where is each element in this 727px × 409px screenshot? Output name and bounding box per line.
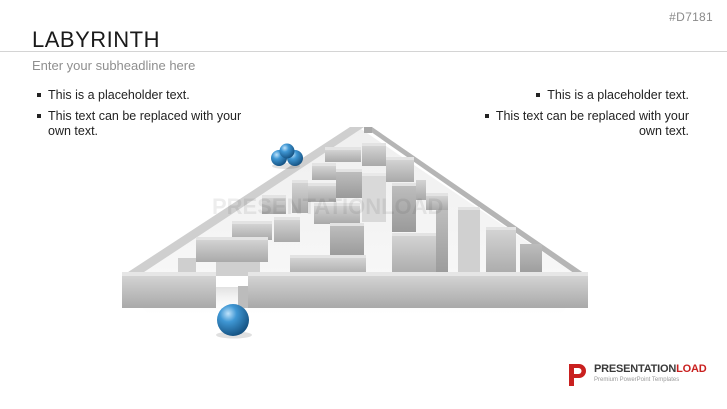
bullet-item: This is a placeholder text. — [36, 88, 246, 103]
slide-subtitle[interactable]: Enter your subheadline here — [32, 58, 196, 73]
front-wall-right — [248, 276, 588, 308]
brand-suffix: LOAD — [676, 363, 707, 375]
brand-prefix: PRESENTATION — [594, 363, 677, 375]
outer-wall-left — [122, 127, 364, 276]
slide-code: #D7181 — [669, 10, 713, 24]
title-divider — [0, 51, 727, 52]
bullet-text: This text can be replaced with your own … — [495, 109, 689, 138]
front-wall-left — [122, 276, 216, 308]
brand-name: PRESENTATIONLOAD — [594, 363, 707, 375]
illustration-watermark: PRESENTATIONLOAD — [212, 194, 443, 219]
bullet-item: This is a placeholder text. — [479, 88, 689, 103]
sphere[interactable] — [217, 304, 249, 336]
sphere[interactable] — [279, 143, 295, 159]
sphere-group-top[interactable] — [271, 143, 303, 170]
bullet-text: This is a placeholder text. — [547, 88, 689, 102]
sphere-entrance[interactable] — [216, 304, 252, 339]
bullet-item: This text can be replaced with your own … — [36, 109, 246, 139]
bullet-item: This text can be replaced with your own … — [479, 109, 689, 139]
slide-title[interactable]: LABYRINTH — [32, 27, 160, 52]
brand-footer: PRESENTATIONLOAD Premium PowerPoint Temp… — [566, 360, 716, 390]
presentationload-logo-icon — [569, 364, 586, 386]
right-bullet-list[interactable]: This is a placeholder text. This text ca… — [479, 88, 689, 145]
left-bullet-list[interactable]: This is a placeholder text. This text ca… — [36, 88, 246, 145]
maze-walls — [178, 143, 542, 276]
outer-wall-right — [364, 127, 588, 276]
brand-tagline: Premium PowerPoint Templates — [594, 377, 680, 383]
